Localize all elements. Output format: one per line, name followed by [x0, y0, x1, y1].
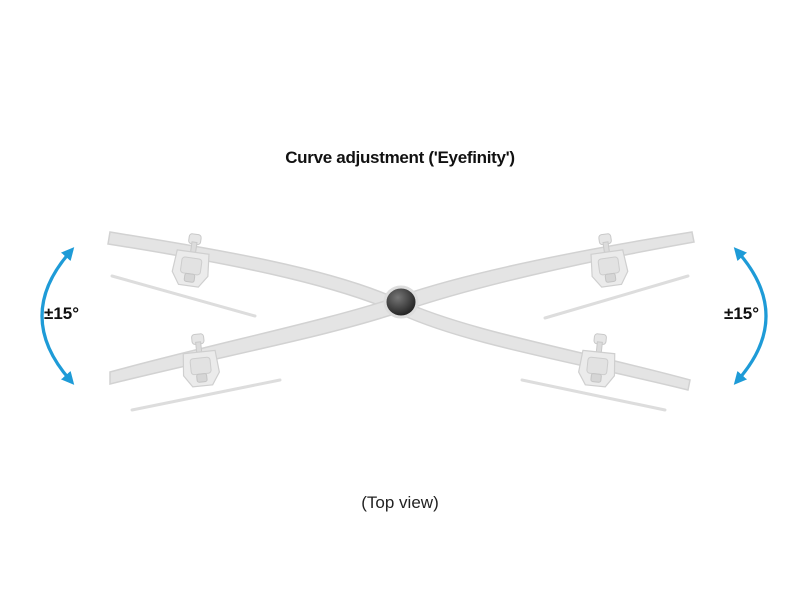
monitor-bracket-top-right — [585, 231, 631, 289]
vesa-plates — [110, 274, 690, 412]
diagram-title: Curve adjustment ('Eyefinity') — [285, 148, 515, 167]
right-rotation-arrow-icon — [733, 247, 768, 385]
monitor-bracket-bottom-right — [576, 331, 620, 389]
right-angle-label: ±15° — [724, 304, 760, 323]
monitor-bracket-bottom-left — [178, 331, 222, 389]
central-pivot — [383, 285, 419, 319]
view-caption: (Top view) — [361, 493, 439, 512]
monitor-bracket-top-left — [169, 231, 215, 289]
left-rotation-arrow-icon — [40, 247, 75, 385]
left-angle-label: ±15° — [44, 304, 80, 323]
